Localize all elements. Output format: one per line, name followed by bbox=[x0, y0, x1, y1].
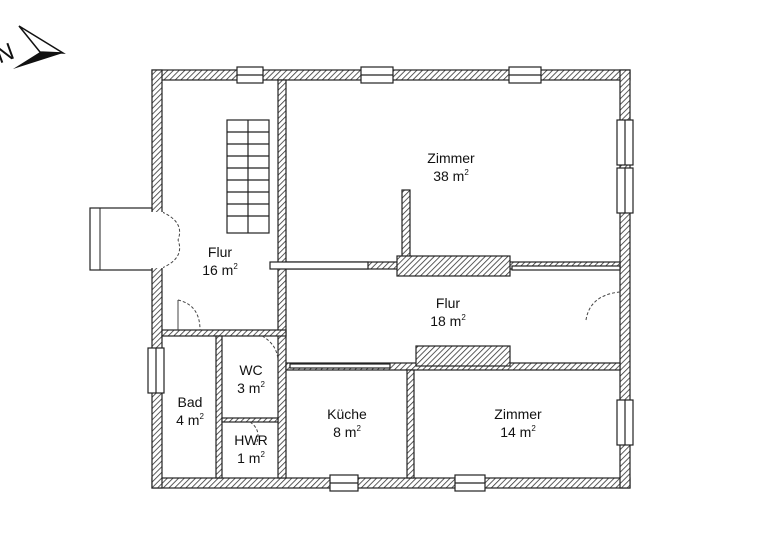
room-area: 3 m2 bbox=[237, 379, 265, 397]
room-area-value: 38 m bbox=[433, 168, 465, 184]
room-label-zimmer-14: Zimmer 14 m2 bbox=[494, 405, 541, 441]
room-name: Flur bbox=[207, 244, 233, 260]
unit-sup: 2 bbox=[356, 424, 361, 433]
room-label-zimmer-38: Zimmer 38 m2 bbox=[427, 149, 474, 185]
room-area: 4 m2 bbox=[176, 411, 204, 429]
room-name: Flur bbox=[435, 295, 461, 311]
room-area-value: 18 m bbox=[430, 313, 462, 329]
room-name: Zimmer bbox=[494, 406, 542, 422]
room-area-value: 4 m bbox=[176, 412, 200, 428]
unit-sup: 2 bbox=[199, 412, 204, 421]
wall-stub bbox=[401, 189, 411, 263]
wall-kueche-zimmer bbox=[406, 369, 415, 479]
chimney-block bbox=[396, 255, 511, 277]
porch bbox=[89, 207, 153, 271]
unit-sup: 2 bbox=[260, 450, 265, 459]
room-label-bad: Bad 4 m2 bbox=[176, 393, 204, 429]
wall-flur-bad bbox=[161, 329, 287, 337]
unit-sup: 2 bbox=[531, 424, 536, 433]
unit-sup: 2 bbox=[461, 313, 466, 322]
chimney-block bbox=[415, 345, 511, 367]
room-area-value: 1 m bbox=[237, 450, 261, 466]
room-area: 1 m2 bbox=[234, 449, 267, 467]
unit-sup: 2 bbox=[260, 380, 265, 389]
unit-sup: 2 bbox=[233, 262, 238, 271]
room-name: WC bbox=[239, 362, 263, 378]
windows bbox=[147, 66, 634, 492]
room-name: Bad bbox=[177, 394, 203, 410]
room-label-wc: WC 3 m2 bbox=[237, 361, 265, 397]
room-area-value: 14 m bbox=[500, 424, 532, 440]
room-label-kueche: Küche 8 m2 bbox=[327, 405, 367, 441]
wall-bad-wc bbox=[215, 335, 223, 479]
walls bbox=[151, 69, 631, 489]
room-area: 38 m2 bbox=[427, 167, 474, 185]
room-area-value: 3 m bbox=[237, 380, 261, 396]
unit-sup: 2 bbox=[464, 168, 469, 177]
room-area: 14 m2 bbox=[494, 423, 541, 441]
north-arrow-icon: N bbox=[0, 25, 66, 69]
room-name: Zimmer bbox=[427, 150, 475, 166]
wall-wc-hwr bbox=[221, 417, 279, 423]
room-label-flur-18: Flur 18 m2 bbox=[430, 294, 466, 330]
room-area: 16 m2 bbox=[202, 261, 238, 279]
wall-west bbox=[151, 69, 163, 489]
north-letter: N bbox=[0, 38, 18, 69]
room-area: 18 m2 bbox=[430, 312, 466, 330]
room-label-flur-16: Flur 16 m2 bbox=[202, 243, 238, 279]
room-name: HWR bbox=[234, 432, 268, 448]
room-area-value: 16 m bbox=[202, 262, 234, 278]
room-name: Küche bbox=[327, 406, 367, 422]
staircase bbox=[226, 119, 270, 234]
wall-south bbox=[151, 477, 631, 489]
room-label-hwr: HWR 1 m2 bbox=[234, 431, 267, 467]
room-area: 8 m2 bbox=[327, 423, 367, 441]
doors bbox=[151, 211, 621, 446]
room-area-value: 8 m bbox=[333, 424, 357, 440]
wall-east bbox=[619, 69, 631, 489]
wall-interior-vertical bbox=[277, 79, 287, 479]
